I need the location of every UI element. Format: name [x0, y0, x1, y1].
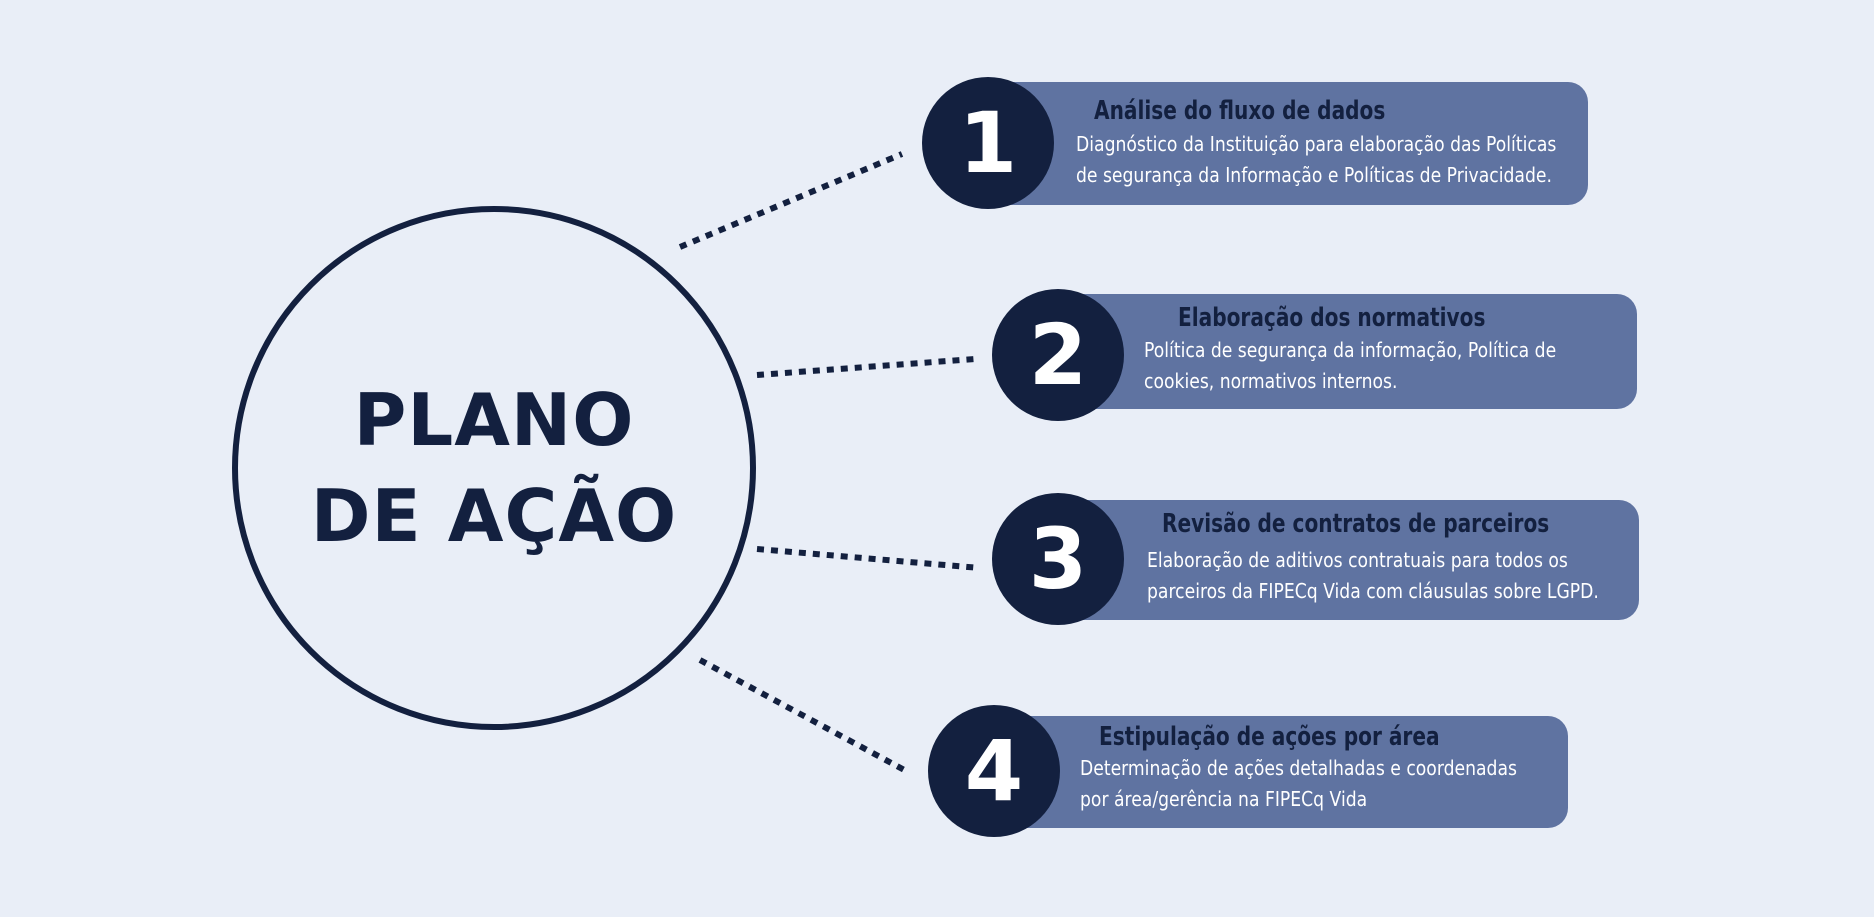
step-description-3-line1: Elaboração de aditivos contratuais para … [1147, 548, 1568, 572]
connector-1 [678, 151, 904, 250]
step-number-badge-3: 3 [992, 493, 1124, 625]
step-description-2: Política de segurança da informação, Pol… [1144, 335, 1556, 397]
step-card-2 [1062, 294, 1637, 409]
step-description-4: Determinação de ações detalhadas e coord… [1080, 753, 1517, 815]
step-title-4: Estipulação de ações por área [1099, 722, 1440, 752]
connector-2 [756, 356, 976, 378]
step-description-3: Elaboração de aditivos contratuais para … [1147, 545, 1599, 607]
step-number-badge-4: 4 [928, 705, 1060, 837]
main-circle: PLANO DE AÇÃO [232, 206, 756, 730]
step-number-badge-1: 1 [922, 77, 1054, 209]
main-title: PLANO DE AÇÃO [311, 372, 678, 564]
connector-4 [698, 657, 910, 775]
step-description-2-line1: Política de segurança da informação, Pol… [1144, 338, 1557, 362]
step-card-1 [992, 82, 1588, 205]
step-number-badge-2: 2 [992, 289, 1124, 421]
main-title-line1: PLANO [353, 378, 635, 462]
step-description-3-line2: parceiros da FIPECq Vida com cláusulas s… [1147, 579, 1599, 603]
step-title-1: Análise do fluxo de dados [1094, 96, 1386, 126]
step-description-2-line2: cookies, normativos internos. [1144, 369, 1398, 393]
step-title-2: Elaboração dos normativos [1178, 303, 1486, 333]
step-card-4 [998, 716, 1568, 828]
step-description-4-line1: Determinação de ações detalhadas e coord… [1080, 756, 1517, 780]
step-description-1-line2: de segurança da Informação e Políticas d… [1076, 163, 1552, 187]
connector-3 [756, 546, 981, 571]
step-description-1: Diagnóstico da Instituição para elaboraç… [1076, 129, 1556, 191]
step-description-1-line1: Diagnóstico da Instituição para elaboraç… [1076, 132, 1557, 156]
step-description-4-line2: por área/gerência na FIPECq Vida [1080, 787, 1368, 811]
step-title-3: Revisão de contratos de parceiros [1162, 509, 1550, 539]
step-card-3 [1062, 500, 1639, 620]
main-title-line2: DE AÇÃO [310, 474, 678, 558]
